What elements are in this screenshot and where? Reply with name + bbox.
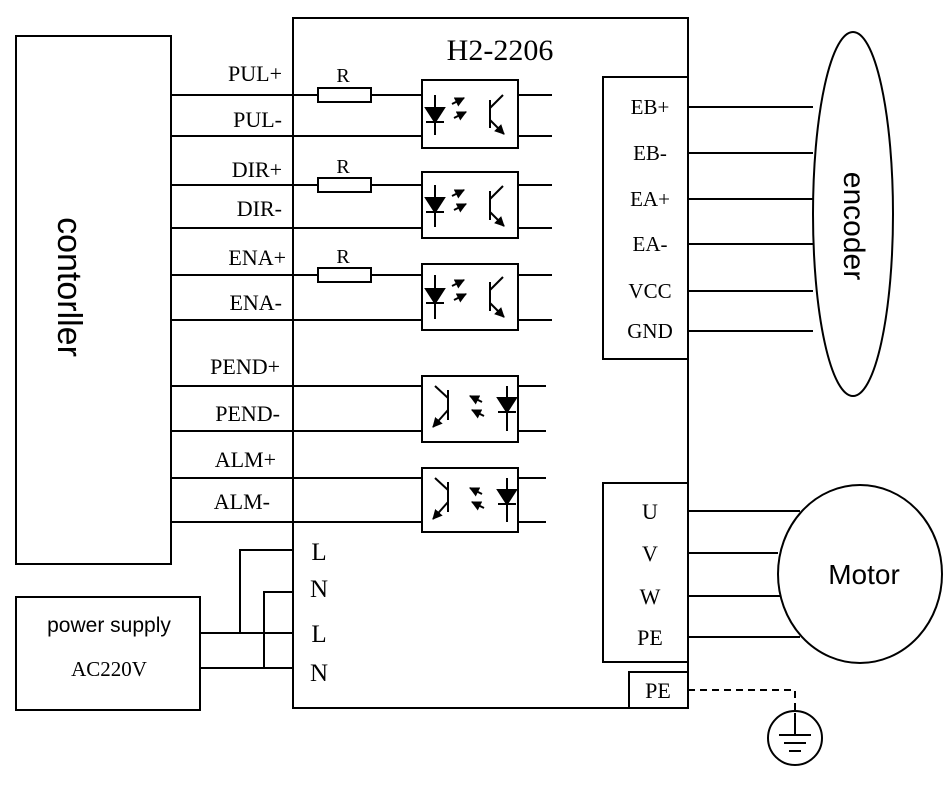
encoder-pin-eb-minus: EB- bbox=[633, 141, 667, 165]
encoder-ellipse bbox=[812, 31, 894, 397]
pe-ground-wire bbox=[688, 689, 796, 711]
optocoupler-ena bbox=[421, 263, 519, 331]
resistor-2-label: R bbox=[336, 156, 350, 178]
signal-pend-minus: PEND- bbox=[215, 401, 280, 426]
resistor-1 bbox=[317, 87, 372, 103]
optocoupler-input-internals bbox=[424, 94, 505, 319]
controller-box bbox=[15, 35, 172, 565]
resistor-2 bbox=[317, 177, 372, 193]
power-terminal-n1: N bbox=[310, 576, 328, 603]
signal-pul-plus: PUL+ bbox=[228, 61, 282, 86]
optocoupler-pend bbox=[421, 375, 519, 443]
encoder-port-box bbox=[602, 76, 689, 360]
encoder-pin-ea-plus: EA+ bbox=[630, 187, 670, 211]
driver-box bbox=[292, 17, 689, 709]
encoder-pin-eb-plus: EB+ bbox=[631, 95, 670, 119]
signal-dir-minus: DIR- bbox=[237, 196, 282, 221]
optocoupler-output-internals bbox=[432, 385, 518, 522]
resistor-3-label: R bbox=[336, 246, 350, 268]
optocoupler-alm bbox=[421, 467, 519, 533]
motor-pin-w: W bbox=[640, 584, 661, 609]
encoder-pin-ea-minus: EA- bbox=[633, 232, 668, 256]
encoder-pin-vcc: VCC bbox=[628, 279, 671, 303]
signal-dir-plus: DIR+ bbox=[232, 157, 282, 182]
signal-pul-minus: PUL- bbox=[233, 107, 282, 132]
power-supply-box bbox=[15, 596, 201, 711]
signal-alm-plus: ALM+ bbox=[215, 447, 276, 472]
driver-model-title: H2-2206 bbox=[447, 34, 554, 67]
optocoupler-pul bbox=[421, 79, 519, 149]
power-supply-label: power supply bbox=[47, 614, 171, 637]
encoder-label: encoder bbox=[837, 172, 870, 280]
power-terminal-n2: N bbox=[310, 660, 328, 687]
resistor-1-label: R bbox=[336, 65, 350, 87]
power-supply-voltage: AC220V bbox=[71, 657, 147, 681]
signal-ena-minus: ENA- bbox=[229, 290, 282, 315]
optocoupler-dir bbox=[421, 171, 519, 239]
ground-symbol-circle bbox=[767, 710, 823, 766]
motor-pin-v: V bbox=[642, 541, 658, 566]
power-terminal-l2: L bbox=[311, 621, 326, 648]
encoder-pin-gnd: GND bbox=[627, 319, 673, 343]
resistor-3 bbox=[317, 267, 372, 283]
signal-alm-minus: ALM- bbox=[214, 489, 270, 514]
motor-label: Motor bbox=[828, 559, 900, 590]
signal-ena-plus: ENA+ bbox=[228, 245, 286, 270]
motor-circle bbox=[777, 484, 943, 664]
motor-pin-pe: PE bbox=[637, 625, 663, 650]
motor-port-box bbox=[602, 482, 689, 663]
signal-pend-plus: PEND+ bbox=[210, 354, 280, 379]
controller-label: contorller bbox=[50, 217, 88, 357]
motor-pin-u: U bbox=[642, 499, 658, 524]
pe-terminal-label: PE bbox=[645, 678, 671, 703]
power-terminal-l1: L bbox=[311, 539, 326, 566]
